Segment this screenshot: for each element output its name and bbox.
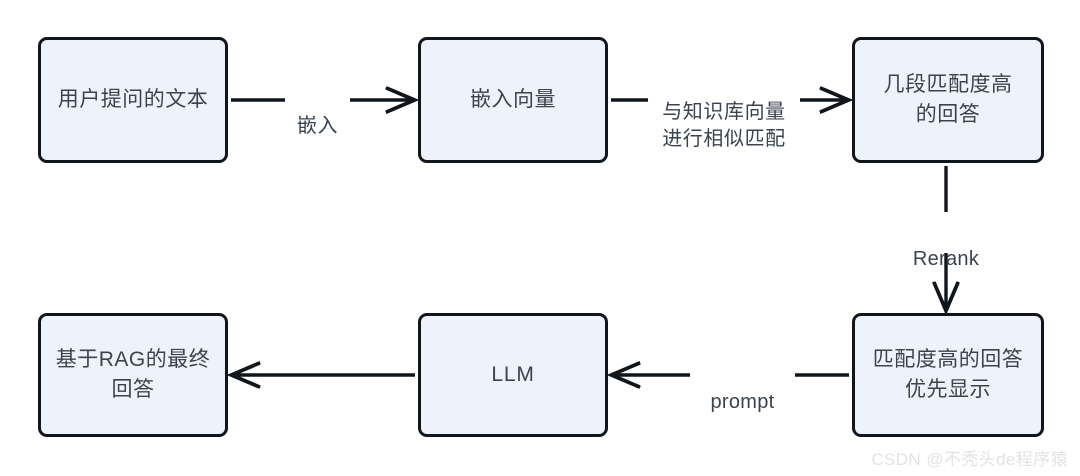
node-top-matched-answers-label: 几段匹配度高 的回答 (883, 72, 1013, 126)
edge-label-prompt: prompt (710, 391, 775, 413)
node-embedding-vector-label: 嵌入向量 (470, 87, 556, 111)
node-final-rag-answer[interactable]: 基于RAG的最终 回答 (38, 313, 228, 437)
edge-label-rerank: Rerank (912, 248, 980, 270)
node-embedding-vector[interactable]: 嵌入向量 (418, 37, 608, 163)
node-llm[interactable]: LLM (418, 313, 608, 437)
node-llm-label: LLM (491, 362, 535, 386)
node-reranked-answers-label: 匹配度高的回答 优先显示 (872, 347, 1024, 401)
csdn-watermark: CSDN @不秃头de程序猿 (871, 450, 1068, 469)
node-final-rag-answer-label: 基于RAG的最终 回答 (55, 347, 211, 401)
node-user-question-label: 用户提问的文本 (57, 87, 209, 111)
edge-label-similarity-match: 与知识库向量 进行相似匹配 (662, 101, 786, 150)
node-top-matched-answers[interactable]: 几段匹配度高 的回答 (852, 37, 1044, 163)
node-user-question[interactable]: 用户提问的文本 (38, 37, 228, 163)
node-reranked-answers[interactable]: 匹配度高的回答 优先显示 (852, 313, 1044, 437)
edge-label-embed: 嵌入 (296, 115, 339, 137)
